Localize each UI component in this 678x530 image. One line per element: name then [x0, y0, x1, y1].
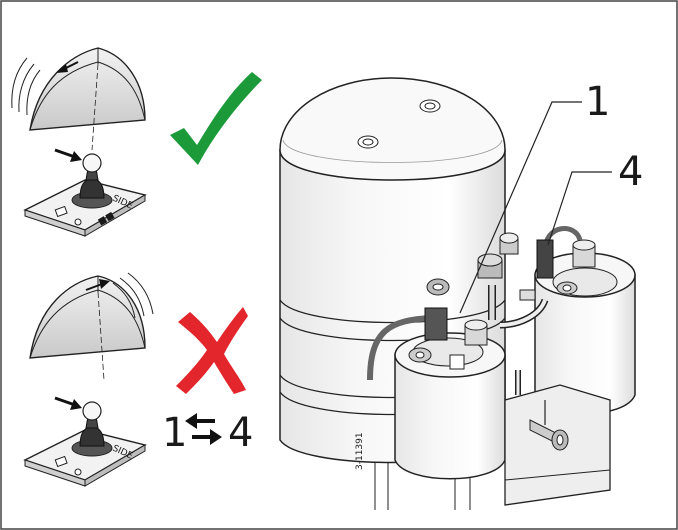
- callout-4-leader: [547, 171, 612, 246]
- cross-mark-icon: [176, 307, 248, 394]
- screw-icon: [357, 135, 379, 149]
- correct-orientation-panel: SIDE ■■: [11, 47, 262, 237]
- motor-base-bracket: [504, 370, 611, 506]
- connector-1: [424, 307, 448, 341]
- boat-bow-top: [11, 47, 146, 151]
- callout-label-1: 1: [585, 79, 610, 125]
- screw-icon: [419, 99, 441, 113]
- thruster-motor-illustration: [279, 77, 636, 510]
- push-arrow-icon: [70, 151, 82, 162]
- check-mark-icon: [170, 72, 262, 165]
- swap-arrows-icon: [185, 413, 222, 445]
- arrow-left-icon: [56, 64, 68, 73]
- callout-label-4: 4: [618, 149, 643, 195]
- joystick-panel-bottom: SIDE: [23, 401, 147, 487]
- callout-1-leader: [459, 101, 582, 314]
- swap-from-label: 1: [162, 410, 187, 456]
- swap-to-label: 4: [228, 410, 253, 456]
- terminal-fittings: [426, 232, 549, 329]
- incorrect-orientation-panel: SIDE 1 4: [23, 272, 253, 487]
- figure-code: 3-11391: [355, 432, 365, 470]
- arrow-right-icon: [99, 279, 110, 289]
- solenoid-right: [519, 226, 636, 415]
- boat-bow-bottom: [29, 272, 154, 381]
- push-arrow-icon: [70, 399, 82, 410]
- solenoid-left: [367, 307, 506, 480]
- connector-4: [536, 239, 554, 279]
- joystick-panel-top: SIDE ■■: [23, 153, 147, 237]
- bolt-icon: [529, 400, 569, 451]
- swap-instruction: 1 4: [162, 410, 253, 456]
